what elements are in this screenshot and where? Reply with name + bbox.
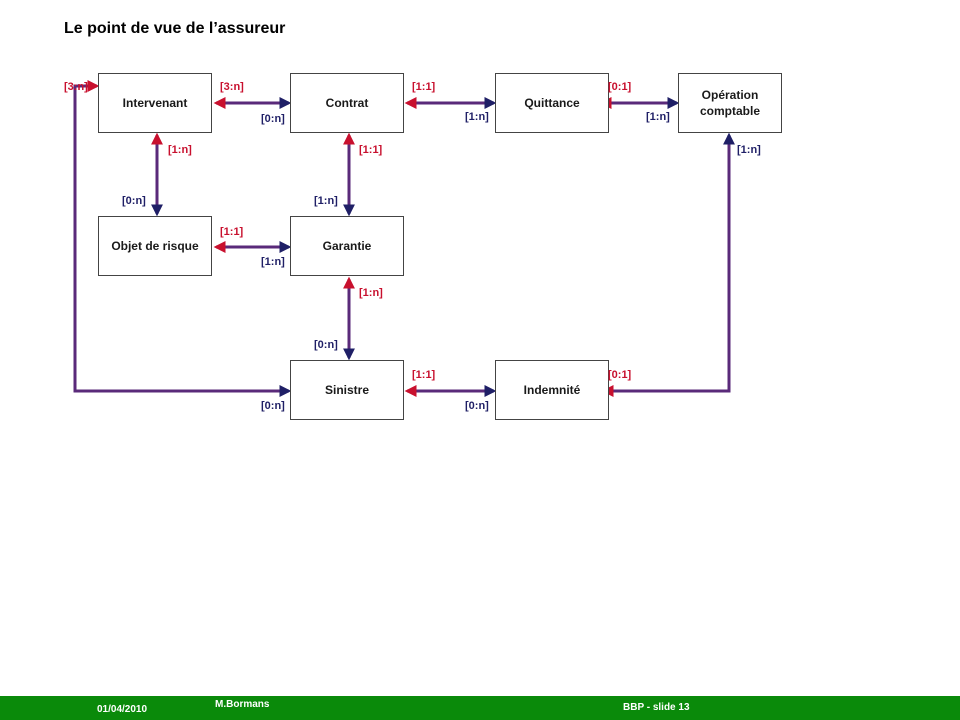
entity-objet-de-risque: Objet de risque: [98, 216, 212, 276]
entity-indemnite: Indemnité: [495, 360, 609, 420]
cardinality-label: [0:n]: [122, 195, 146, 207]
footer-date: 01/04/2010: [97, 704, 148, 715]
cardinality-label: [3:n]: [64, 81, 88, 93]
footer-bar: 01/04/2010 M.Bormans BBP - slide 13: [0, 696, 960, 720]
entity-quittance: Quittance: [495, 73, 609, 133]
cardinality-label: [1:n]: [359, 287, 383, 299]
entity-operation-comptable: Opération comptable: [678, 73, 782, 133]
footer-author: M.Bormans: [215, 699, 270, 710]
cardinality-label: [0:n]: [465, 400, 489, 412]
entity-label: Garantie: [322, 239, 372, 253]
entity-contrat: Contrat: [290, 73, 404, 133]
entity-label: Opération comptable: [699, 88, 760, 118]
cardinality-label: [3:n]: [220, 81, 244, 93]
link-indemnite-operation: [601, 132, 735, 397]
entity-garantie: Garantie: [290, 216, 404, 276]
page-title: Le point de vue de l’assureur: [64, 20, 286, 37]
cardinality-label: [0:1]: [608, 369, 632, 381]
entity-label: Objet de risque: [111, 239, 199, 253]
relationship-links: [73, 80, 735, 397]
entity-intervenant: Intervenant: [98, 73, 212, 133]
cardinality-label: [1:1]: [359, 144, 383, 156]
cardinality-label: [1:1]: [412, 81, 436, 93]
footer-slide-number: BBP - slide 13: [623, 702, 690, 713]
cardinality-label: [1:1]: [220, 226, 244, 238]
cardinality-label: [1:n]: [314, 195, 338, 207]
entity-label: Intervenant: [122, 96, 188, 110]
entity-label: Indemnité: [523, 383, 581, 397]
entity-label: Quittance: [524, 96, 580, 110]
cardinality-label: [0:1]: [608, 81, 632, 93]
cardinality-label: [1:n]: [646, 111, 670, 123]
cardinality-label: [0:n]: [314, 339, 338, 351]
cardinality-label: [0:n]: [261, 113, 285, 125]
entity-label: Sinistre: [324, 383, 369, 397]
cardinality-label: [1:n]: [261, 256, 285, 268]
cardinality-label: [1:n]: [168, 144, 192, 156]
entity-sinistre: Sinistre: [290, 360, 404, 420]
link-intervenant-sinistre: [73, 80, 292, 397]
cardinality-label: [1:n]: [465, 111, 489, 123]
cardinality-label: [0:n]: [261, 400, 285, 412]
cardinality-label: [1:1]: [412, 369, 436, 381]
cardinality-label: [1:n]: [737, 144, 761, 156]
entity-label: Contrat: [325, 96, 369, 110]
